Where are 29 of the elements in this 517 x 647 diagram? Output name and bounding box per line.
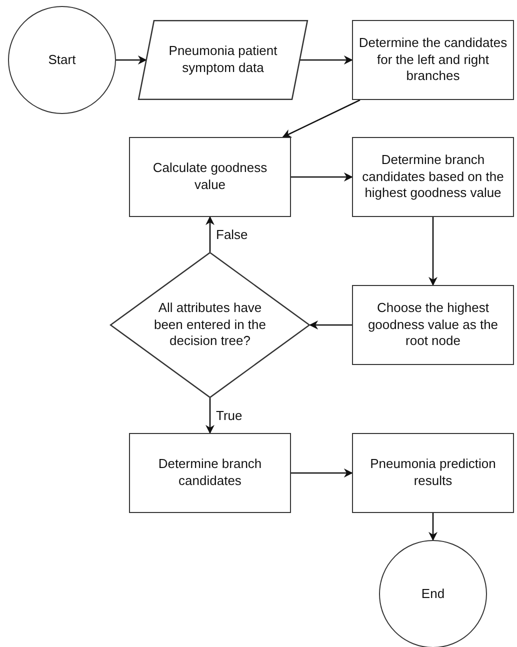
decision-diamond xyxy=(110,252,310,398)
arrow xyxy=(116,56,147,64)
arrow xyxy=(309,320,352,330)
node-text: All attributes have been entered in the decision tree? xyxy=(152,300,268,350)
process-box xyxy=(352,433,514,513)
node-text: Determine branch candidates xyxy=(157,456,263,490)
node-text: End xyxy=(421,586,445,602)
node-text: Calculate goodness value xyxy=(152,160,268,194)
node-text: Choose the highest goodness value as the root node xyxy=(366,300,500,350)
arrow xyxy=(206,398,214,434)
process-box xyxy=(352,20,514,100)
arrow xyxy=(300,56,353,64)
arrow xyxy=(291,468,353,478)
arrow xyxy=(282,99,360,138)
process-box xyxy=(129,137,291,217)
arrow xyxy=(428,217,438,286)
arrow xyxy=(206,216,214,252)
data-parallelogram xyxy=(138,20,308,100)
node-text: Start xyxy=(48,52,76,68)
arrow xyxy=(291,172,353,182)
process-box xyxy=(129,433,291,513)
node-text: Determine the candidates for the left and right branches xyxy=(358,34,508,86)
arrow xyxy=(428,513,438,541)
node-text: Determine branch candidates based on the highest goodness value xyxy=(361,152,505,202)
process-box xyxy=(352,137,514,217)
node-text: Pneumonia patient symptom data xyxy=(168,43,278,77)
process-box xyxy=(352,285,514,365)
node-text: Pneumonia prediction results xyxy=(369,456,497,490)
edge-label: False xyxy=(214,226,250,242)
